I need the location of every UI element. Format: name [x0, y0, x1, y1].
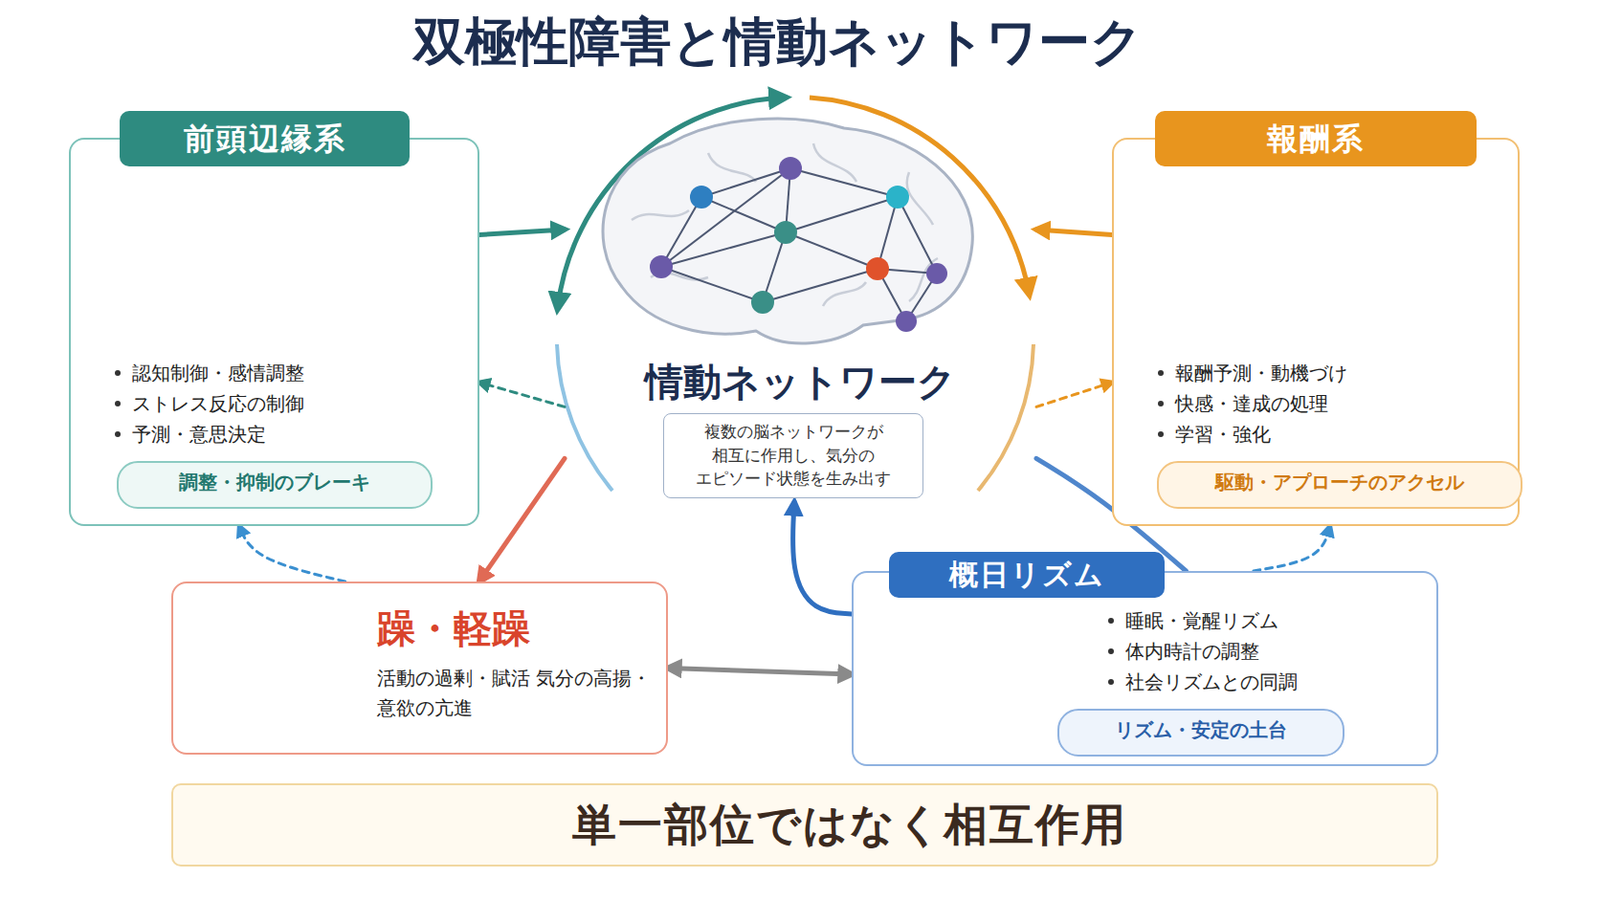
bullet-dot: [1108, 618, 1114, 624]
connector-arrow: [479, 458, 565, 582]
region-panel: 報酬系報酬予測・動機づけ快感・達成の処理学習・強化駆動・アプローチのアクセル: [1111, 137, 1520, 527]
network-hub: 情動ネットワーク複数の脳ネットワークが 相互に作用し、気分の エピソード状態を生…: [564, 105, 1037, 503]
role-pill: リズム・安定の土台: [1057, 709, 1345, 757]
bullet-item: 予測・意思決定: [114, 419, 463, 450]
bullet-item: 認知制御・感情調整: [114, 357, 463, 389]
bullet-dot: [1108, 679, 1114, 686]
state-box: 躁・軽躁活動の過剰・賦活 気分の高揚・意欲の亢進: [171, 581, 668, 756]
connector-arrow: [1036, 229, 1112, 236]
rhythm-panel: 概日リズム睡眠・覚醒リズム体内時計の調整社会リズムとの同調リズム・安定の土台: [851, 571, 1439, 767]
bullet-item: 体内時計の調整: [1108, 636, 1422, 667]
node-text: 活動の過剰・賦活 気分の高揚・意欲の亢進: [377, 664, 655, 724]
connector-arrow: [1036, 382, 1112, 408]
node-text: リズム・安定の土台: [1059, 711, 1343, 750]
node-text: 単一部位ではなく相互作用: [572, 796, 1128, 856]
bullet-text: 認知制御・感情調整: [132, 357, 305, 389]
connector-arrow: [239, 526, 346, 582]
region-panel: 前頭辺縁系認知制御・感情調整ストレス反応の制御予測・意思決定調整・抑制のブレーキ: [68, 137, 480, 527]
connector-arrow: [793, 502, 852, 615]
bullet-text: 体内時計の調整: [1125, 636, 1260, 667]
node-text: 駆動・アプローチのアクセル: [1158, 463, 1521, 502]
bullet-item: 快感・達成の処理: [1157, 388, 1503, 420]
node-text: 調整・抑制のブレーキ: [118, 463, 431, 502]
panel-heading: 前頭辺縁系: [119, 111, 410, 167]
panel-heading: 概日リズム: [888, 552, 1165, 599]
title: 双極性障害と情動ネットワーク: [0, 7, 1556, 78]
bullet-dot: [114, 370, 121, 377]
bullet-text: 快感・達成の処理: [1175, 388, 1329, 420]
bullet-text: ストレス反応の制御: [132, 388, 305, 420]
connector-arrow: [1253, 526, 1331, 572]
node-text: 躁・軽躁: [377, 602, 531, 656]
bullet-dot: [1108, 648, 1114, 655]
bullet-item: 睡眠・覚醒リズム: [1108, 605, 1422, 637]
panel-heading: 報酬系: [1155, 111, 1477, 167]
bullet-text: 睡眠・覚醒リズム: [1125, 605, 1279, 637]
bullet-item: ストレス反応の制御: [114, 388, 463, 420]
summary-banner: 単一部位ではなく相互作用: [171, 783, 1439, 867]
node-text: 複数の脳ネットワークが 相互に作用し、気分の エピソード状態を生み出す: [673, 420, 913, 491]
connector-arrow: [667, 668, 852, 676]
connector-arrow: [479, 229, 565, 236]
bullet-text: 学習・強化: [1175, 419, 1271, 450]
bullet-dot: [1157, 400, 1164, 407]
bullet-dot: [1157, 370, 1164, 377]
role-pill: 駆動・アプローチのアクセル: [1156, 461, 1523, 510]
bullet-dot: [1157, 431, 1164, 438]
node-text: 情動ネットワーク: [564, 355, 1037, 409]
bullet-text: 社会リズムとの同調: [1125, 666, 1298, 698]
bullet-dot: [114, 400, 121, 407]
connector-arrow: [479, 382, 565, 408]
description-box: 複数の脳ネットワークが 相互に作用し、気分の エピソード状態を生み出す: [663, 413, 924, 499]
bullet-text: 報酬予測・動機づけ: [1175, 357, 1348, 389]
bullet-item: 学習・強化: [1157, 419, 1503, 450]
bullet-dot: [114, 431, 121, 438]
bullet-item: 社会リズムとの同調: [1108, 666, 1422, 698]
role-pill: 調整・抑制のブレーキ: [116, 461, 433, 510]
bullet-item: 報酬予測・動機づけ: [1157, 357, 1503, 389]
bullet-text: 予測・意思決定: [132, 419, 267, 450]
